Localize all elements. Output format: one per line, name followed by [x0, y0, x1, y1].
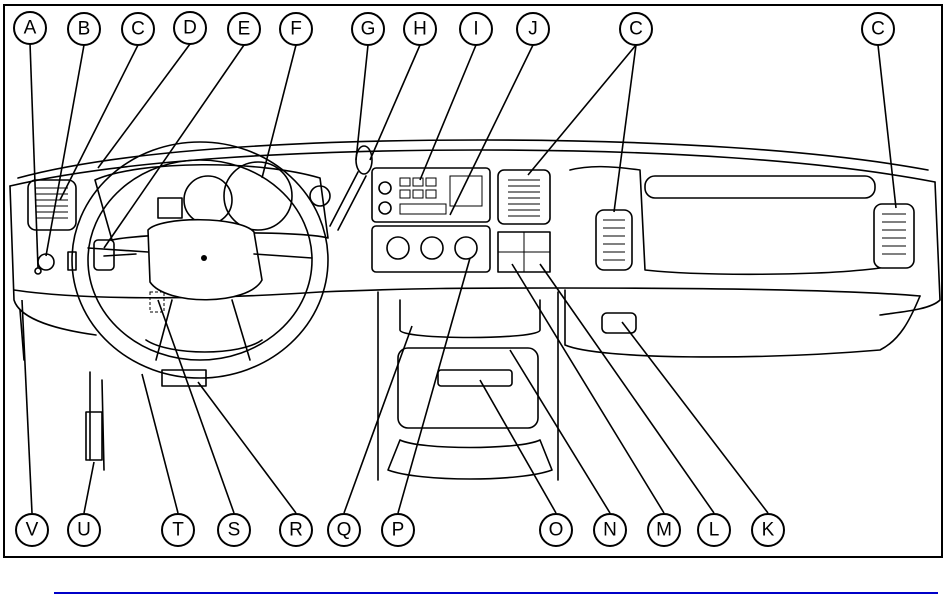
callout-i: I	[460, 13, 492, 45]
callout-s: S	[218, 514, 250, 546]
callout-e: E	[228, 13, 260, 45]
callout-t: T	[162, 514, 194, 546]
callout-k: K	[752, 514, 784, 546]
callout-u: U	[68, 514, 100, 546]
callout-r: R	[280, 514, 312, 546]
svg-text:U: U	[77, 520, 91, 541]
callout-g: G	[352, 13, 384, 45]
callout-o: O	[540, 514, 572, 546]
svg-text:R: R	[289, 520, 303, 541]
svg-text:B: B	[78, 19, 91, 40]
svg-text:O: O	[549, 520, 564, 541]
svg-text:P: P	[392, 520, 405, 541]
svg-text:M: M	[656, 520, 672, 541]
svg-text:L: L	[709, 520, 720, 541]
callout-f: F	[280, 13, 312, 45]
svg-text:S: S	[228, 520, 241, 541]
svg-text:E: E	[238, 19, 251, 40]
callout-b: B	[68, 13, 100, 45]
dashboard-illustration	[10, 140, 940, 480]
callout-q: Q	[328, 514, 360, 546]
callout-c-center: C	[620, 13, 652, 45]
callout-d: D	[174, 12, 206, 44]
svg-text:K: K	[762, 520, 775, 541]
svg-text:I: I	[473, 19, 478, 40]
svg-text:F: F	[290, 19, 302, 40]
svg-text:C: C	[629, 19, 643, 40]
callout-n: N	[594, 514, 626, 546]
svg-text:C: C	[871, 19, 885, 40]
svg-text:V: V	[26, 520, 39, 541]
callout-l: L	[698, 514, 730, 546]
svg-text:G: G	[361, 19, 376, 40]
callout-a: A	[14, 12, 46, 44]
callouts-top: A B C D E F G H I J C C	[14, 12, 894, 45]
callout-c-right: C	[862, 13, 894, 45]
svg-text:N: N	[603, 520, 617, 541]
svg-text:H: H	[413, 19, 427, 40]
callout-p: P	[382, 514, 414, 546]
svg-text:D: D	[183, 18, 197, 39]
svg-text:J: J	[528, 19, 538, 40]
callout-v: V	[16, 514, 48, 546]
callout-m: M	[648, 514, 680, 546]
callout-c: C	[122, 13, 154, 45]
footer-rule	[54, 592, 938, 594]
svg-text:Q: Q	[337, 520, 352, 541]
svg-text:A: A	[24, 18, 37, 39]
svg-text:C: C	[131, 19, 145, 40]
callouts-bottom: V U T S R Q P O N M L K	[16, 514, 784, 546]
callout-j: J	[517, 13, 549, 45]
svg-text:T: T	[172, 520, 184, 541]
callout-h: H	[404, 13, 436, 45]
